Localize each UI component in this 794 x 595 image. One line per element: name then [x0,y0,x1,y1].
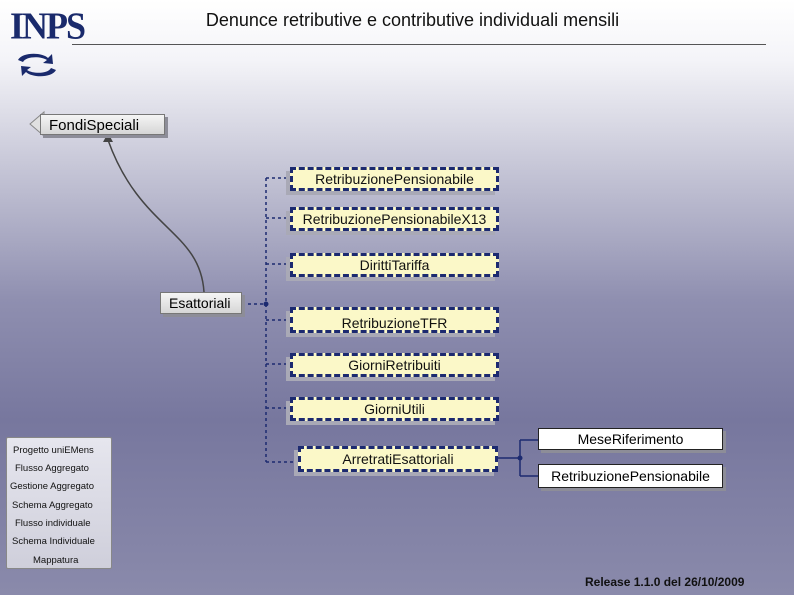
nav-item-mappatura[interactable]: Mappatura [33,555,79,566]
node-mese-riferimento[interactable]: MeseRiferimento [538,428,723,450]
node-retribuzione-pensionabile-sub[interactable]: RetribuzionePensionabile [538,464,723,488]
release-label: Release 1.1.0 del 26/10/2009 [585,575,745,589]
node-giorni-utili[interactable]: GiorniUtili [290,397,499,421]
inps-logo: INPS [8,6,86,82]
title-divider [72,44,766,45]
node-arretrati-esattoriali[interactable]: ArretratiEsattoriali [298,446,498,472]
nav-item-schema-individuale[interactable]: Schema Individuale [12,536,95,547]
node-diritti-tariffa[interactable]: DirittiTariffa [290,253,499,277]
node-retribuzione-pensionabile-x13[interactable]: RetribuzionePensionabileX13 [290,207,499,231]
node-retribuzione-tfr[interactable]: RetribuzioneTFR [290,307,499,333]
page-title: Denunce retributive e contributive indiv… [205,10,620,30]
nav-item-progetto[interactable]: Progetto uniEMens [13,445,94,456]
inps-logo-text: INPS [10,5,86,48]
node-retribuzione-pensionabile[interactable]: RetribuzionePensionabile [290,167,499,191]
inheritance-curve [107,139,205,293]
nav-item-gestione-aggregato[interactable]: Gestione Aggregato [10,481,94,492]
nav-item-schema-aggregato[interactable]: Schema Aggregato [12,500,93,511]
nav-item-flusso-individuale[interactable]: Flusso individuale [15,518,91,529]
node-esattoriali[interactable]: Esattoriali [160,292,242,314]
node-fondi-speciali[interactable]: FondiSpeciali [40,114,165,135]
nav-panel: Progetto uniEMens Flusso Aggregato Gesti… [6,437,112,569]
inps-logo-emblem-icon [18,53,56,77]
nav-item-flusso-aggregato[interactable]: Flusso Aggregato [15,463,89,474]
node-giorni-retribuiti[interactable]: GiorniRetribuiti [290,353,499,377]
